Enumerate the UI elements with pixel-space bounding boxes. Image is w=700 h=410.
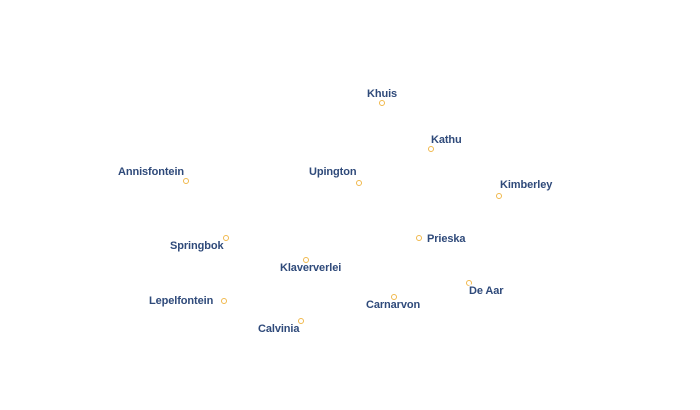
place-label: Annisfontein — [118, 166, 185, 178]
place-label: Springbok — [170, 240, 224, 252]
place-label: Upington — [309, 166, 357, 178]
place-marker[interactable] — [183, 178, 189, 184]
place-label: Kathu — [431, 134, 462, 146]
place-label: Kimberley — [500, 179, 553, 191]
place-marker[interactable] — [496, 193, 502, 199]
place-label: Carnarvon — [366, 299, 421, 311]
place-label: Lepelfontein — [149, 295, 214, 307]
place-marker[interactable] — [303, 257, 309, 263]
place-marker[interactable] — [416, 235, 422, 241]
place-label: Prieska — [427, 233, 466, 245]
place-marker[interactable] — [223, 235, 229, 241]
place-marker[interactable] — [356, 180, 362, 186]
place-marker[interactable] — [298, 318, 304, 324]
place-label: Klaververlei — [280, 262, 342, 274]
place-marker[interactable] — [221, 298, 227, 304]
place-marker[interactable] — [379, 100, 385, 106]
place-label: Khuis — [367, 88, 398, 100]
place-marker[interactable] — [466, 280, 472, 286]
place-marker[interactable] — [428, 146, 434, 152]
place-label: De Aar — [469, 285, 504, 297]
place-label: Calvinia — [258, 323, 300, 335]
place-marker[interactable] — [391, 294, 397, 300]
